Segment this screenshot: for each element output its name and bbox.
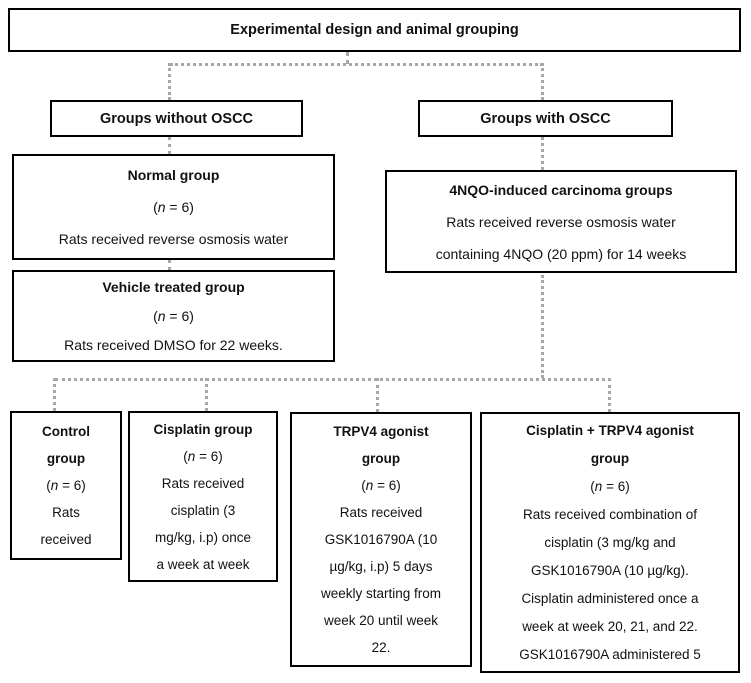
control-group-desc: Rats (52, 505, 80, 520)
connector-branch-rail (170, 63, 543, 66)
n-count-value: = 6) (195, 448, 223, 464)
control-group-title: Control (42, 424, 90, 439)
control-group-desc: received (40, 532, 92, 547)
connector-title-feed (346, 52, 349, 64)
n-count-variable: n (365, 478, 374, 493)
n-count: (n = 6) (153, 191, 194, 223)
combo-group-desc: Cisplatin administered once a (521, 590, 699, 606)
connector-drop-control (53, 378, 56, 411)
n-count-value: = 6) (165, 199, 194, 215)
combo-group-title: Cisplatin + TRPV4 agonist (526, 422, 694, 438)
n-count-open: ( (153, 199, 158, 215)
trpv4-group-desc: week 20 until week (323, 613, 439, 628)
cisplatin-group-desc: cisplatin (3 (170, 502, 236, 518)
connector-to-vehicle-group (168, 260, 171, 270)
n-count-variable: n (157, 307, 166, 324)
combo-group-desc: GSK1016790A administered 5 (519, 646, 701, 662)
cisplatin-group-box: Cisplatin group (n = 6) Rats received ci… (128, 411, 278, 582)
normal-group-title: Normal group (127, 167, 220, 183)
cisplatin-group-desc: mg/kg, i.p) once (154, 529, 252, 545)
combo-group-desc: week at week 20, 21, and 22. (522, 618, 698, 634)
trpv4-group-desc: 22. (371, 640, 391, 655)
connector-drop-without-oscc (168, 63, 171, 100)
normal-group-desc: Rats received reverse osmosis water (58, 231, 289, 247)
connector-drop-with-oscc (541, 63, 544, 100)
vehicle-group-desc: Rats received DMSO for 22 weeks. (64, 336, 283, 353)
branch-without-oscc-box: Groups without OSCC (50, 100, 303, 137)
branch-with-oscc-box: Groups with OSCC (418, 100, 673, 137)
n-count-variable: n (187, 448, 196, 464)
control-group-box: Control group (n = 6) Rats received (10, 411, 122, 560)
n-count: (n = 6) (153, 302, 194, 331)
n-count-open: ( (46, 478, 51, 493)
n-count-value: = 6) (165, 307, 194, 324)
connector-carcinoma-feed (541, 275, 544, 378)
connector-drop-trpv4 (376, 378, 379, 412)
cisplatin-group-desc: a week at week (156, 556, 250, 572)
carcinoma-groups-box: 4NQO-induced carcinoma groups Rats recei… (385, 170, 737, 273)
n-count-open: ( (361, 478, 366, 493)
n-count-value: = 6) (58, 478, 86, 493)
carcinoma-groups-desc: containing 4NQO (20 ppm) for 14 weeks (435, 245, 687, 262)
cisplatin-group-title: Cisplatin group (153, 421, 253, 437)
connector-to-carcinoma-group (541, 137, 544, 170)
n-count-value: = 6) (373, 478, 401, 493)
branch-with-oscc-label: Groups with OSCC (480, 110, 611, 127)
n-count: (n = 6) (361, 472, 400, 499)
title-box: Experimental design and animal grouping (8, 8, 741, 52)
vehicle-treated-group-box: Vehicle treated group (n = 6) Rats recei… (12, 270, 335, 362)
n-count: (n = 6) (590, 473, 629, 501)
cisplatin-trpv4-group-box: Cisplatin + TRPV4 agonist group (n = 6) … (480, 412, 740, 673)
combo-group-desc: GSK1016790A (10 µg/kg). (531, 562, 689, 578)
branch-without-oscc-label: Groups without OSCC (99, 110, 254, 127)
normal-group-box: Normal group (n = 6) Rats received rever… (12, 154, 335, 260)
diagram-title: Experimental design and animal grouping (230, 22, 519, 38)
connector-drop-cisplatin (205, 378, 208, 411)
n-count: (n = 6) (183, 443, 222, 470)
connector-to-normal-group (168, 137, 171, 154)
n-count-variable: n (594, 478, 603, 494)
combo-group-desc: cisplatin (3 mg/kg and (544, 534, 676, 550)
cisplatin-group-desc: Rats received (161, 475, 245, 491)
connector-treatment-rail (55, 378, 611, 381)
combo-group-title: group (590, 450, 630, 466)
n-count: (n = 6) (46, 472, 85, 499)
n-count-variable: n (157, 199, 166, 215)
carcinoma-groups-desc: Rats received reverse osmosis water (446, 213, 676, 230)
combo-group-desc: Rats received combination of (522, 506, 698, 522)
n-count-open: ( (183, 448, 188, 464)
n-count-value: = 6) (602, 478, 630, 494)
trpv4-group-desc: Rats received (339, 505, 423, 520)
trpv4-group-title: group (361, 451, 401, 466)
trpv4-group-title: TRPV4 agonist (333, 424, 429, 439)
trpv4-group-desc: weekly starting from (320, 586, 442, 601)
trpv4-group-desc: µg/kg, i.p) 5 days (329, 559, 433, 574)
n-count-open: ( (590, 478, 595, 494)
trpv4-agonist-group-box: TRPV4 agonist group (n = 6) Rats receive… (290, 412, 472, 667)
carcinoma-groups-title: 4NQO-induced carcinoma groups (449, 181, 673, 198)
n-count-variable: n (50, 478, 59, 493)
connector-drop-combo (608, 378, 611, 412)
vehicle-group-title: Vehicle treated group (102, 278, 245, 295)
trpv4-group-desc: GSK1016790A (10 (324, 532, 438, 547)
control-group-title: group (46, 451, 86, 466)
n-count-open: ( (153, 307, 158, 324)
